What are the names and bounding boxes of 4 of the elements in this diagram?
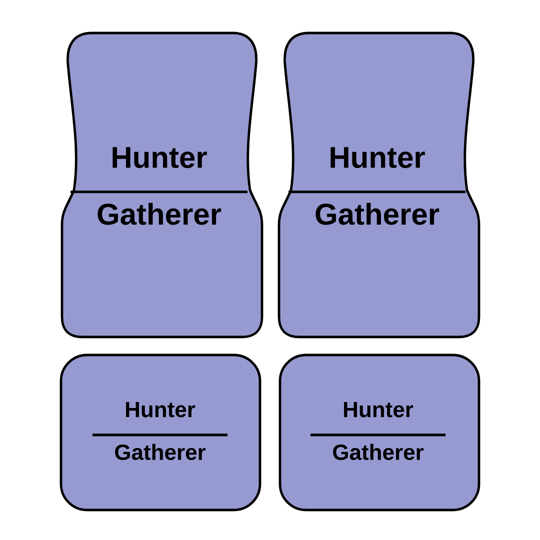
floor-mat: Hunter Gatherer	[60, 354, 262, 512]
floor-mat: Hunter Gatherer	[60, 32, 264, 338]
floor-mat: Hunter Gatherer	[278, 354, 480, 512]
floor-mat: Hunter Gatherer	[278, 32, 480, 338]
